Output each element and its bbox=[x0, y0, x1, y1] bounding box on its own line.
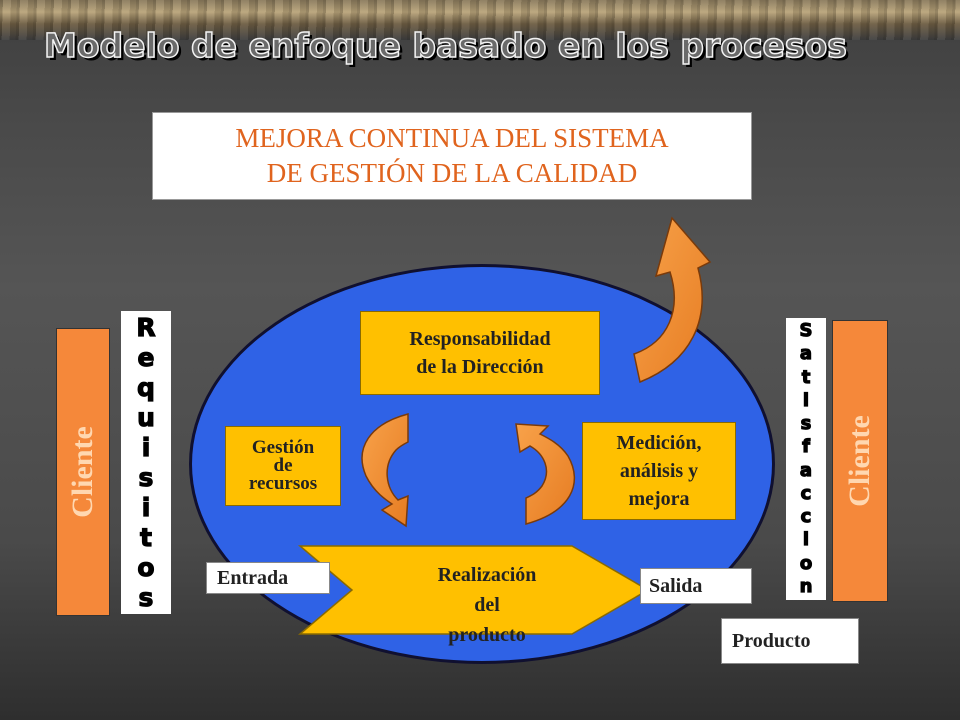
satisfaccion-letter: t bbox=[801, 366, 811, 388]
realizacion-arrow-shape bbox=[297, 545, 650, 635]
requisitos-letter: s bbox=[138, 583, 154, 612]
responsabilidad-line-2: de la Dirección bbox=[416, 356, 544, 378]
satisfaccion-letter: S bbox=[799, 320, 813, 341]
salida-label: Salida bbox=[640, 568, 752, 604]
medicion-curved-arrow bbox=[515, 423, 576, 525]
gestion-curved-arrow bbox=[361, 413, 409, 528]
medicion-analisis-box: Medición, análisis y mejora bbox=[582, 422, 736, 520]
realizacion-line-2: del bbox=[474, 594, 500, 616]
requisitos-letter: R bbox=[136, 313, 156, 342]
cliente-left-bar: Cliente bbox=[56, 328, 110, 616]
cliente-left-label: Cliente bbox=[66, 426, 99, 518]
requisitos-letter: i bbox=[141, 493, 151, 522]
gestion-line-1: Gestión bbox=[251, 437, 315, 458]
satisfaccion-letter: c bbox=[800, 482, 812, 504]
realizacion-line-3: producto bbox=[448, 624, 526, 646]
satisfaccion-letter: a bbox=[799, 459, 813, 481]
gestion-recursos-box: Gestión de recursos bbox=[225, 426, 341, 506]
top-texture-strip bbox=[0, 0, 960, 40]
cliente-right-label: Cliente bbox=[843, 415, 876, 507]
mejora-line-1: MEJORA CONTINUA DEL SISTEMA bbox=[235, 123, 669, 153]
satisfaccion-letter: a bbox=[799, 343, 813, 365]
mejora-continua-box: MEJORA CONTINUA DEL SISTEMA DE GESTIÓN D… bbox=[152, 112, 752, 200]
producto-label: Producto bbox=[721, 618, 859, 664]
mejora-line-2: DE GESTIÓN DE LA CALIDAD bbox=[266, 158, 638, 188]
requisitos-letter: t bbox=[139, 523, 152, 552]
satisfaccion-letter: i bbox=[802, 389, 810, 411]
satisfaccion-letter: i bbox=[802, 529, 810, 551]
entrada-label: Entrada bbox=[206, 562, 330, 594]
improvement-curved-arrow bbox=[633, 216, 712, 384]
medicion-line-1: Medición, bbox=[616, 432, 702, 454]
satisfaccion-letter: o bbox=[799, 552, 813, 574]
requisitos-letter: s bbox=[138, 463, 154, 492]
requisitos-letter: i bbox=[141, 433, 151, 462]
satisfaccion-letter: s bbox=[800, 413, 812, 435]
responsabilidad-line-1: Responsabilidad bbox=[409, 328, 551, 350]
cliente-right-bar: Cliente bbox=[832, 320, 888, 602]
satisfaccion-letter: f bbox=[801, 436, 810, 458]
responsabilidad-direccion-box: Responsabilidad de la Dirección bbox=[360, 311, 600, 395]
satisfaccion-letter: n bbox=[799, 575, 813, 597]
requisitos-letter: e bbox=[137, 343, 155, 372]
requisitos-letter: q bbox=[136, 373, 155, 402]
medicion-line-2: análisis y bbox=[619, 460, 699, 482]
gestion-line-2: de bbox=[273, 455, 293, 476]
satisfaccion-letter: c bbox=[800, 506, 812, 528]
medicion-line-3: mejora bbox=[628, 488, 690, 510]
realizacion-producto-label: Realización del producto bbox=[392, 560, 582, 650]
requisitos-letter: u bbox=[137, 403, 156, 432]
slide-title: Modelo de enfoque basado en los procesos bbox=[43, 25, 847, 66]
requisitos-letter: o bbox=[137, 553, 155, 582]
realizacion-line-1: Realización bbox=[437, 564, 537, 586]
gestion-line-3: recursos bbox=[248, 473, 318, 494]
